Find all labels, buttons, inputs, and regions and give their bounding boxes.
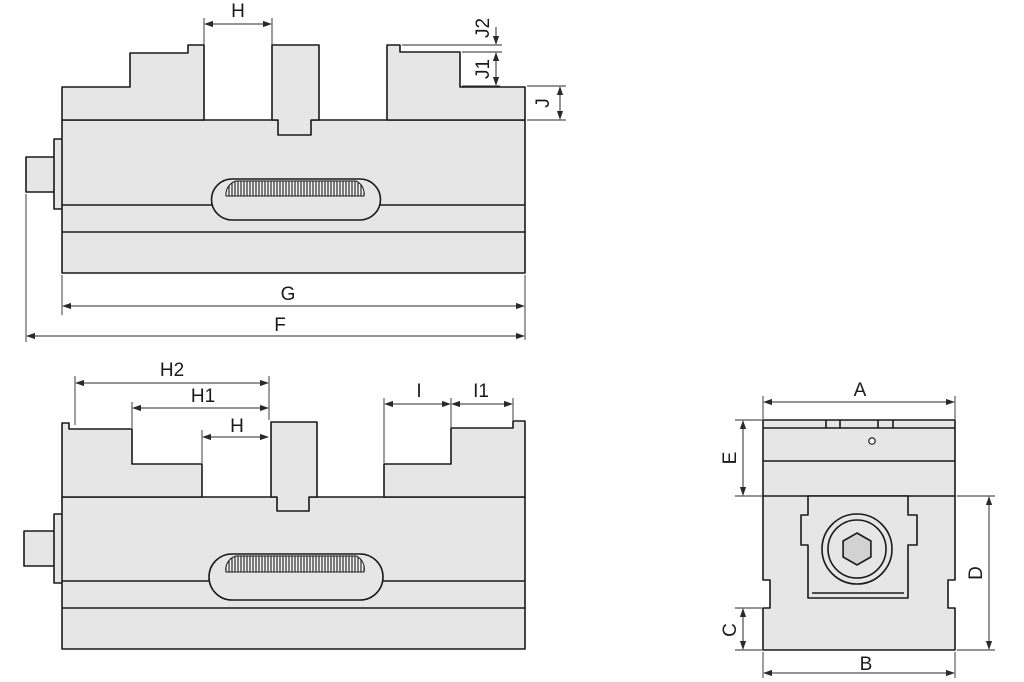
- dimension-labels: H J2 J1 J G F H2 H1 H I I1 A E D C B: [160, 1, 987, 675]
- top-dimensions: [25, 18, 566, 342]
- label-bottom-i: I: [416, 381, 421, 402]
- label-bottom-h: H: [230, 416, 244, 437]
- end-dimensions: [735, 396, 995, 678]
- bottom-side-view: [23, 420, 526, 650]
- bottom-right-jaw: [383, 420, 526, 498]
- label-top-f: F: [274, 315, 286, 336]
- label-end-d: D: [966, 566, 987, 580]
- bottom-knurled-screw: [225, 555, 365, 573]
- label-end-c: C: [720, 623, 741, 637]
- label-end-b: B: [860, 654, 873, 675]
- top-right-jaw: [386, 44, 526, 121]
- label-bottom-i1: I1: [473, 381, 489, 402]
- oil-hole: [868, 437, 876, 445]
- label-end-e: E: [720, 452, 741, 465]
- label-bottom-h2: H2: [160, 360, 184, 381]
- bottom-dimensions: [74, 376, 514, 463]
- label-bottom-h1: H1: [191, 386, 215, 407]
- label-top-g: G: [281, 284, 296, 305]
- end-view: [762, 419, 956, 651]
- top-handle-stub: [25, 156, 57, 193]
- top-side-view: [25, 44, 526, 274]
- label-top-j1: J1: [473, 59, 494, 79]
- hex-socket: [842, 532, 872, 566]
- top-center-jaw: [271, 44, 320, 136]
- top-knurled-screw: [225, 180, 365, 197]
- label-top-h: H: [231, 1, 245, 22]
- bottom-center-jaw: [270, 421, 318, 512]
- label-top-j: J: [533, 98, 554, 108]
- bottom-left-jaw: [61, 422, 203, 498]
- top-left-jaw: [61, 44, 205, 121]
- label-end-a: A: [854, 380, 867, 401]
- bottom-handle-stub: [23, 530, 57, 567]
- label-top-j2: J2: [473, 18, 494, 38]
